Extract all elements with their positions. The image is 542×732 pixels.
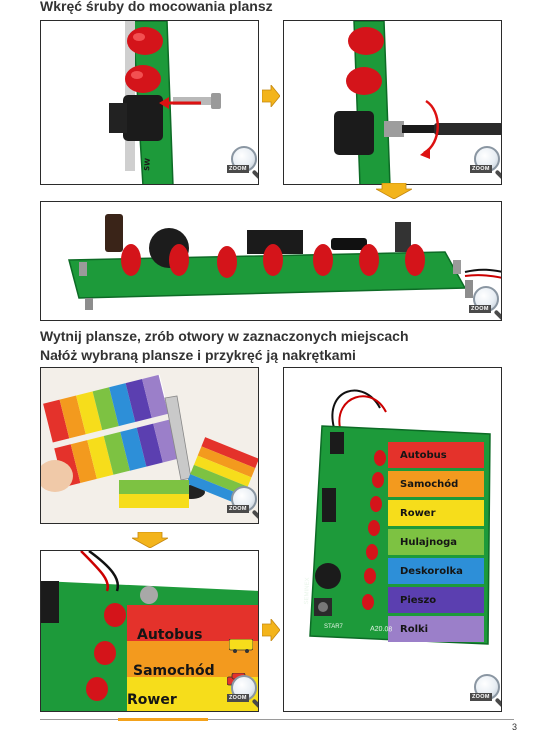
footer-accent-bar	[118, 718, 208, 721]
strip-label: Autobus	[400, 449, 447, 461]
screw-insert-illustration: SW	[41, 21, 258, 184]
heading-step-cut: Wytnij plansze, zrób otwory w zaznaczony…	[40, 328, 409, 344]
photo-screwdriver[interactable]: ZOOM	[283, 20, 502, 185]
arrow-down-icon	[132, 532, 168, 548]
zoom-icon[interactable]: ZOOM	[469, 286, 501, 320]
strip-label: Deskorolka	[400, 565, 463, 577]
footer-divider	[40, 719, 514, 720]
strip-item: Pieszo	[388, 587, 484, 613]
photo-mounted-closeup[interactable]: Autobus Samochód Rower ZOOM	[40, 550, 259, 712]
board-logo-label: SEMINEX	[304, 577, 311, 605]
zoom-label: ZOOM	[470, 165, 492, 173]
strip-item: Rower	[388, 500, 484, 526]
strip-label: Pieszo	[400, 594, 437, 606]
zoom-label: ZOOM	[227, 505, 249, 513]
strip-label: Samochód	[400, 478, 459, 490]
zoom-icon[interactable]: ZOOM	[470, 674, 501, 711]
zoom-label: ZOOM	[227, 165, 249, 173]
closeup-strip-label: Autobus	[137, 627, 203, 643]
svg-text:SW: SW	[143, 158, 152, 172]
arrow-down-icon	[376, 183, 412, 199]
strip-item: Hulajnoga	[388, 529, 484, 555]
zoom-icon[interactable]: ZOOM	[227, 675, 258, 711]
board-brand-label: STAR7	[324, 624, 343, 630]
screwdriver-illustration	[284, 21, 501, 184]
board-side-illustration	[41, 202, 501, 320]
arrow-right-icon	[262, 85, 280, 107]
zoom-icon[interactable]: ZOOM	[227, 146, 258, 183]
strip-item: Deskorolka	[388, 558, 484, 584]
cut-sheet-illustration	[41, 368, 258, 523]
zoom-icon[interactable]: ZOOM	[227, 486, 258, 523]
closeup-strip-label: Rower	[127, 692, 177, 708]
strip-label: Rolki	[400, 623, 429, 635]
zoom-label: ZOOM	[470, 693, 492, 701]
photo-screw-insert[interactable]: SW ZOOM	[40, 20, 259, 185]
strip-item: Rolki	[388, 616, 484, 642]
heading-step-screws: Wkręć śruby do mocowania plansz	[40, 0, 273, 14]
heading-step-mount: Nałóż wybraną plansze i przykręć ją nakr…	[40, 347, 356, 363]
strip-label: Rower	[400, 507, 436, 519]
strip-item: Samochód	[388, 471, 484, 497]
zoom-label: ZOOM	[469, 305, 491, 313]
closeup-strip-label: Samochód	[133, 663, 215, 679]
photo-cut-sheet[interactable]: ZOOM	[40, 367, 259, 524]
zoom-label: ZOOM	[227, 694, 249, 702]
strip-label: Hulajnoga	[400, 536, 457, 548]
page-number: 3	[512, 722, 518, 732]
arrow-right-icon	[262, 619, 280, 641]
strip-item: Autobus	[388, 442, 484, 468]
bus-icon	[229, 639, 253, 653]
photo-board-side[interactable]: ZOOM	[40, 201, 502, 321]
board-model-label: A20.08	[369, 625, 393, 634]
zoom-icon[interactable]: ZOOM	[470, 146, 501, 183]
